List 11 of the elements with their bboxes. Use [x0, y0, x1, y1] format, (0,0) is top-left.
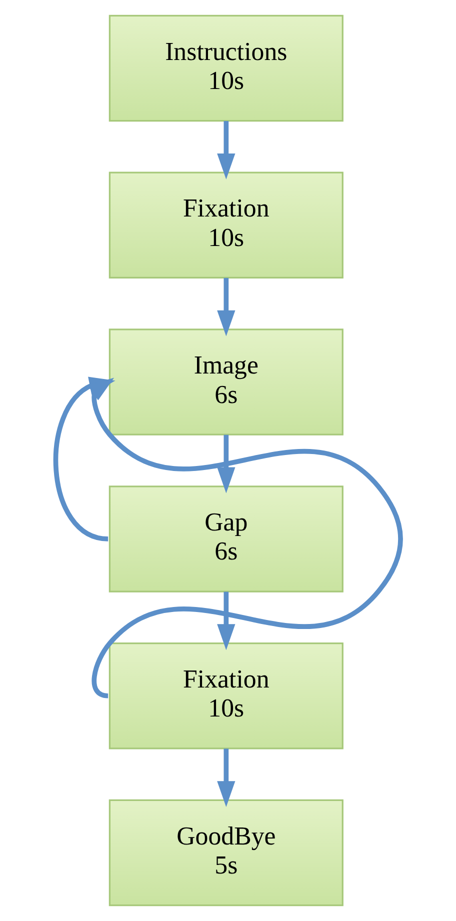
node-box: Gap 6s: [108, 486, 344, 592]
node-box: Fixation 10s: [108, 642, 344, 750]
arrow: [217, 278, 236, 336]
arrow: [217, 434, 236, 494]
node-box: Fixation 10s: [108, 172, 344, 279]
node-box: Instructions 10s: [108, 14, 344, 122]
arrow: [217, 748, 236, 808]
arrow: [217, 121, 236, 180]
arrow: [217, 592, 236, 650]
node-box: Image 6s: [108, 328, 344, 436]
node-box: GoodBye 5s: [108, 799, 344, 906]
